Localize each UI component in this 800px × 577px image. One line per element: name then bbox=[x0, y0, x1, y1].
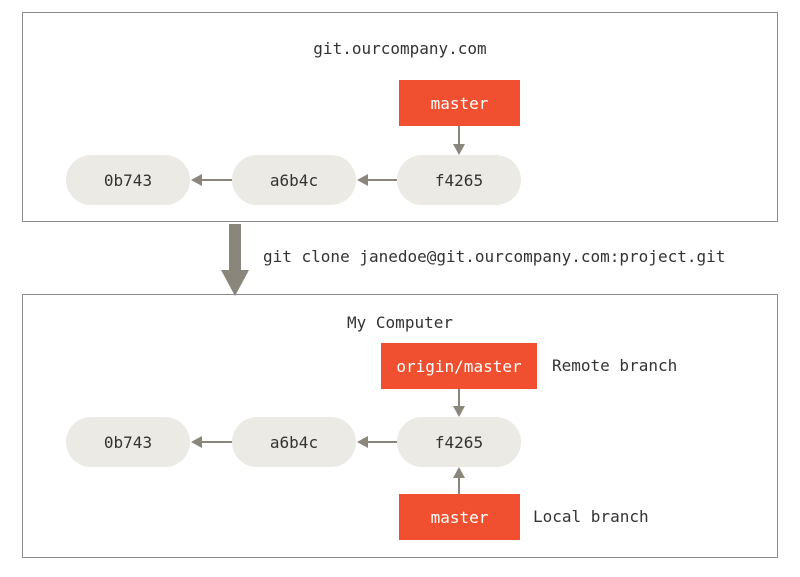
remote-parent-arrow-a6b4c-0b743 bbox=[191, 174, 232, 186]
clone-command-label: git clone janedoe@git.ourcompany.com:pro… bbox=[263, 247, 726, 266]
remote-branch-label: Remote branch bbox=[552, 356, 678, 375]
local-commit-f4265: f4265 bbox=[397, 417, 521, 467]
local-panel-title: My Computer bbox=[347, 313, 453, 332]
remote-commit-0b743: 0b743 bbox=[66, 155, 190, 205]
remote-branch-pointer-arrow bbox=[453, 126, 465, 155]
origin-master-branch: origin/master bbox=[381, 343, 537, 389]
local-master-pointer-arrow bbox=[453, 467, 465, 494]
clone-arrow bbox=[221, 224, 249, 296]
local-commit-a6b4c: a6b4c bbox=[232, 417, 356, 467]
remote-master-branch: master bbox=[399, 80, 520, 126]
remote-panel-title: git.ourcompany.com bbox=[313, 39, 487, 58]
local-branch-label: Local branch bbox=[533, 507, 649, 526]
origin-master-pointer-arrow bbox=[453, 389, 465, 417]
remote-commit-f4265: f4265 bbox=[397, 155, 521, 205]
local-parent-arrow-a6b4c-0b743 bbox=[191, 436, 232, 448]
local-parent-arrow-f4265-a6b4c bbox=[357, 436, 397, 448]
remote-commit-a6b4c: a6b4c bbox=[232, 155, 356, 205]
local-master-branch: master bbox=[399, 494, 520, 540]
local-commit-0b743: 0b743 bbox=[66, 417, 190, 467]
remote-parent-arrow-f4265-a6b4c bbox=[357, 174, 397, 186]
